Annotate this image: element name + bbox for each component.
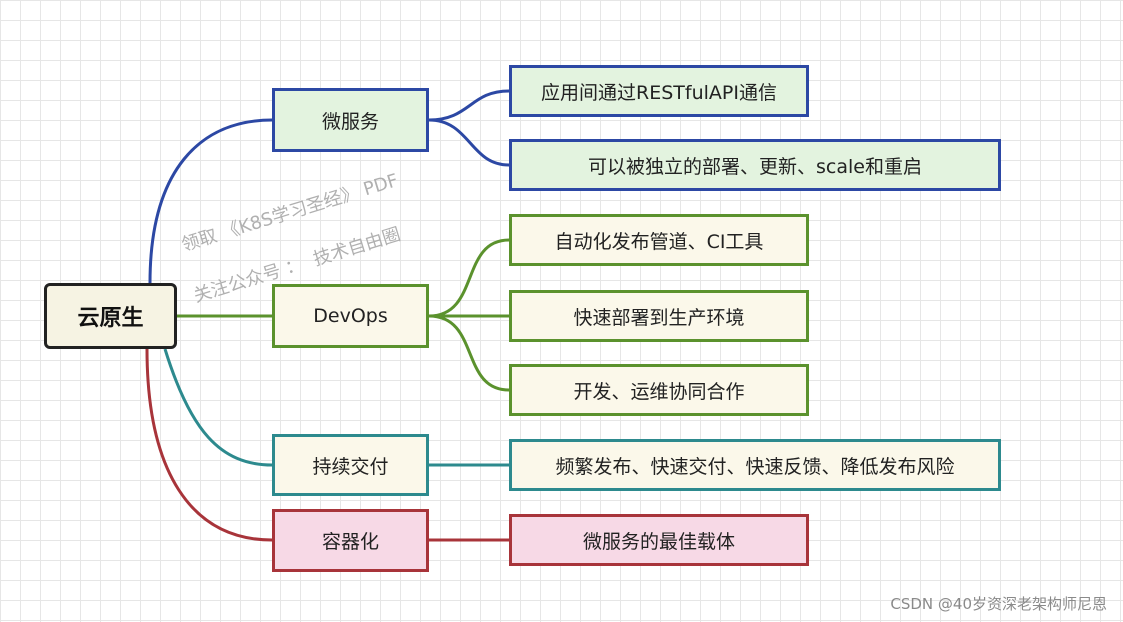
leaf-fast-deploy[interactable]: 快速部署到生产环境 bbox=[509, 290, 809, 342]
link-root-container bbox=[145, 348, 273, 542]
link-devops-1 bbox=[428, 238, 510, 318]
leaf-restful-api[interactable]: 应用间通过RESTfulAPI通信 bbox=[509, 65, 809, 117]
link-devops-3 bbox=[428, 314, 510, 392]
leaf-independent-deploy[interactable]: 可以被独立的部署、更新、scale和重启 bbox=[509, 139, 1001, 191]
leaf-dev-ops-collab[interactable]: 开发、运维协同合作 bbox=[509, 364, 809, 416]
leaf-ci-pipeline[interactable]: 自动化发布管道、CI工具 bbox=[509, 214, 809, 266]
branch-continuous-delivery[interactable]: 持续交付 bbox=[272, 434, 429, 496]
link-root-cd bbox=[163, 348, 273, 467]
branch-containerization[interactable]: 容器化 bbox=[272, 509, 429, 572]
branch-devops[interactable]: DevOps bbox=[272, 284, 429, 348]
link-ms-2 bbox=[428, 118, 510, 167]
leaf-best-carrier[interactable]: 微服务的最佳载体 bbox=[509, 514, 809, 566]
leaf-frequent-release[interactable]: 频繁发布、快速交付、快速反馈、降低发布风险 bbox=[509, 439, 1001, 491]
csdn-credit: CSDN @40岁资深老架构师尼恩 bbox=[890, 595, 1107, 613]
root-node[interactable]: 云原生 bbox=[44, 283, 177, 349]
link-root-microservices bbox=[148, 118, 273, 284]
branch-microservices[interactable]: 微服务 bbox=[272, 88, 429, 152]
link-ms-1 bbox=[428, 89, 510, 122]
